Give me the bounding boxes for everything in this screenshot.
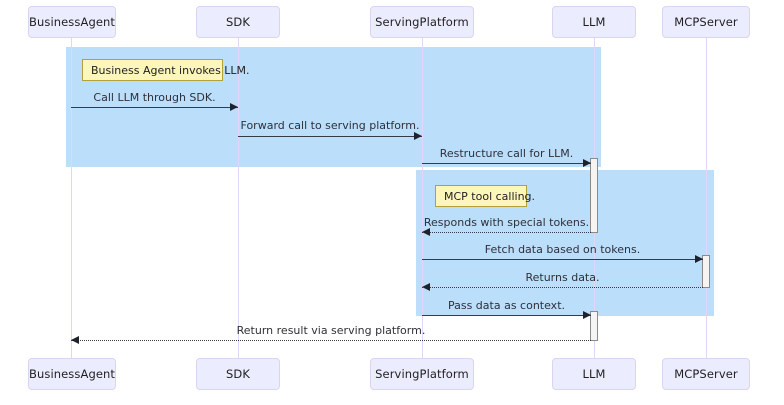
note-text: Business Agent invokes LLM. [91,63,250,77]
participant-top-sdk[interactable]: SDK [196,6,280,38]
msg-call-llm-through-sdk-arrowhead [230,103,238,111]
participant-bottom-llm[interactable]: LLM [552,358,636,390]
participant-label: ServingPlatform [375,15,469,29]
msg-call-llm-through-sdk-label: Call LLM through SDK. [93,91,216,104]
msg-pass-data-as-context-label: Pass data as context. [447,299,566,312]
participant-bottom-business-agent[interactable]: BusinessAgent [28,358,116,390]
note-mcp-tool-calling: MCP tool calling. [435,185,535,207]
msg-call-llm-through-sdk-line [71,107,238,108]
note-business-agent-invokes: Business Agent invokes LLM. [82,59,250,81]
msg-responds-with-special-tokens-line [422,232,591,233]
activation-llm-restructure [590,158,598,233]
msg-pass-data-as-context-line [422,315,591,316]
participant-label: BusinessAgent [28,367,116,381]
msg-forward-call-to-serving-platform-arrowhead [414,132,422,140]
participant-label: MCPServer [674,15,738,29]
note-text: MCP tool calling. [444,189,536,203]
msg-returns-data-line [422,287,703,288]
msg-fetch-data-based-on-tokens-line [422,259,703,260]
participant-label: MCPServer [674,367,738,381]
msg-responds-with-special-tokens-label: Responds with special tokens. [423,216,590,229]
participant-label: ServingPlatform [375,367,469,381]
participant-label: SDK [226,367,250,381]
participant-label: SDK [226,15,250,29]
activation-llm-context [590,311,598,341]
participant-top-business-agent[interactable]: BusinessAgent [28,6,116,38]
msg-returns-data-label: Returns data. [525,271,600,284]
msg-returns-data-arrowhead [422,283,430,291]
participant-bottom-mcp-server[interactable]: MCPServer [662,358,750,390]
participant-top-llm[interactable]: LLM [552,6,636,38]
msg-fetch-data-based-on-tokens-label: Fetch data based on tokens. [484,243,641,256]
activation-mcp-server-fetch [702,255,710,288]
msg-forward-call-to-serving-platform-label: Forward call to serving platform. [240,119,420,132]
lifeline-mcp-server [706,38,707,358]
participant-label: LLM [582,15,606,29]
msg-return-result-via-serving-platform-arrowhead [71,336,79,344]
msg-responds-with-special-tokens-arrowhead [422,228,430,236]
lifeline-serving-platform [422,38,423,358]
participant-top-serving-platform[interactable]: ServingPlatform [370,6,474,38]
msg-restructure-call-for-llm-arrowhead [583,159,591,167]
msg-forward-call-to-serving-platform-line [238,136,422,137]
msg-restructure-call-for-llm-line [422,163,591,164]
participant-top-mcp-server[interactable]: MCPServer [662,6,750,38]
lifeline-business-agent [71,38,72,358]
participant-label: BusinessAgent [28,15,116,29]
participant-bottom-sdk[interactable]: SDK [196,358,280,390]
msg-return-result-via-serving-platform-line [71,340,591,341]
msg-pass-data-as-context-arrowhead [583,311,591,319]
lifeline-sdk [238,38,239,358]
participant-label: LLM [582,367,606,381]
msg-return-result-via-serving-platform-label: Return result via serving platform. [236,324,426,337]
participant-bottom-serving-platform[interactable]: ServingPlatform [370,358,474,390]
msg-fetch-data-based-on-tokens-arrowhead [695,255,703,263]
msg-restructure-call-for-llm-label: Restructure call for LLM. [439,147,574,160]
